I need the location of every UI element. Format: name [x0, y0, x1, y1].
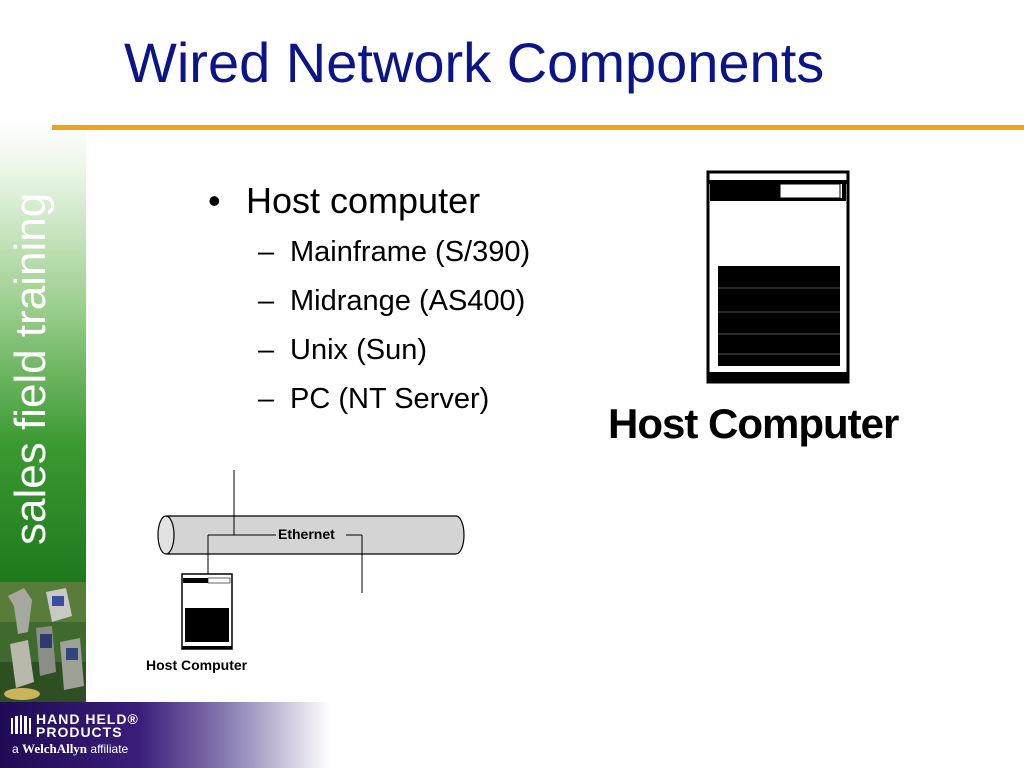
slide-title: Wired Network Components [124, 31, 825, 94]
sidebar-band [0, 118, 86, 582]
small-host-computer-icon [181, 573, 233, 650]
brand-line-2: PRODUCTS [36, 724, 123, 740]
footer-brand-band [0, 702, 330, 768]
host-computer-icon [706, 170, 850, 384]
brand-line-1: HAND HELD® [36, 711, 139, 727]
brand-affiliate: a WelchAllyn affiliate [12, 741, 129, 756]
bullet-icon: • [208, 180, 221, 221]
small-host-computer-label: Host Computer [146, 657, 248, 673]
sidebar-text: sales field training [6, 192, 55, 545]
title-underline [52, 125, 1024, 130]
scanner-products-photo [0, 582, 86, 702]
ethernet-diagram [157, 470, 465, 650]
barcode-icon [11, 715, 31, 734]
host-computer-label: Host Computer [608, 400, 899, 447]
ethernet-label: Ethernet [276, 526, 337, 542]
